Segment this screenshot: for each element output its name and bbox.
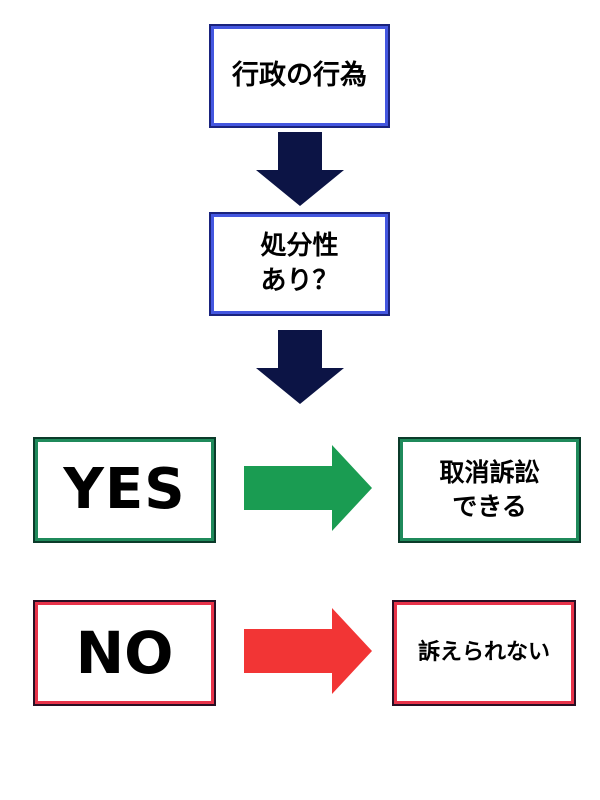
down-arrow-icon bbox=[256, 330, 344, 404]
down-arrow-2 bbox=[256, 330, 344, 404]
yes-arrow bbox=[244, 445, 372, 531]
no-arrow bbox=[244, 608, 372, 694]
can-sue-label: 取消訴訟 できる bbox=[439, 458, 540, 521]
can-sue-box: 取消訴訟 できる bbox=[398, 437, 581, 543]
dispositive-question-box: 処分性 あり？ bbox=[209, 212, 390, 316]
yes-box: YES bbox=[33, 437, 216, 543]
administrative-act-label: 行政の行為 bbox=[232, 59, 367, 91]
yes-label: YES bbox=[63, 457, 186, 523]
no-box: NO bbox=[33, 600, 216, 706]
down-arrow-1 bbox=[256, 132, 344, 206]
dispositive-question-label: 処分性 あり？ bbox=[260, 230, 339, 296]
no-arrow-shape bbox=[244, 608, 372, 694]
down-arrow-shape bbox=[256, 132, 344, 206]
no-label: NO bbox=[75, 618, 174, 687]
down-arrow-shape bbox=[256, 330, 344, 404]
cannot-sue-box: 訴えられない bbox=[392, 600, 576, 706]
cannot-sue-label: 訴えられない bbox=[417, 640, 550, 666]
yes-arrow-shape bbox=[244, 445, 372, 531]
administrative-act-box: 行政の行為 bbox=[209, 24, 390, 128]
right-arrow-icon bbox=[244, 608, 372, 694]
right-arrow-icon bbox=[244, 445, 372, 531]
down-arrow-icon bbox=[256, 132, 344, 206]
